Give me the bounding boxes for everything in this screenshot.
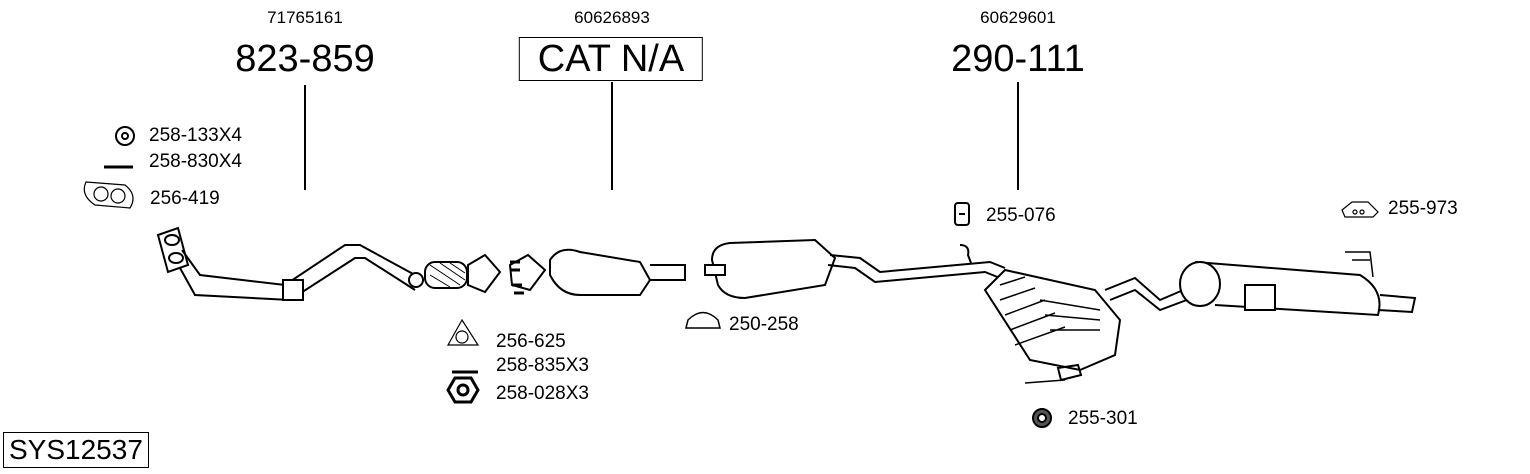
nut-icon [446, 376, 480, 404]
part-code-3[interactable]: 290-111 [951, 38, 1085, 80]
accessory-label[interactable]: 255-076 [986, 205, 1056, 226]
oem-number-3: 60629601 [980, 8, 1056, 27]
accessory-label[interactable]: 258-835X3 [496, 355, 589, 376]
oem-number-1: 71765161 [267, 8, 343, 27]
part-code-2[interactable]: CAT N/A [518, 37, 704, 81]
accessory-label[interactable]: 256-419 [150, 188, 220, 209]
oem-number-2: 60626893 [574, 8, 650, 27]
rear-muffler [1179, 251, 1417, 317]
double-gasket-icon [83, 181, 134, 209]
accessory-label[interactable]: 258-028X3 [496, 383, 589, 404]
triangle-gasket-icon [446, 318, 480, 346]
round-hanger-icon [1032, 408, 1052, 428]
accessory-label[interactable]: 258-830X4 [149, 151, 242, 172]
system-id: SYS12537 [3, 432, 149, 468]
clamp-icon [685, 311, 721, 329]
rubber-hanger-icon [954, 202, 970, 226]
accessory-label[interactable]: 258-133X4 [149, 125, 242, 146]
part-code-1[interactable]: 823-859 [235, 38, 375, 80]
accessory-label[interactable]: 250-258 [729, 314, 799, 335]
accessory-label[interactable]: 255-973 [1388, 198, 1458, 219]
washer-icon [115, 126, 135, 146]
accessory-label[interactable]: 255-301 [1068, 408, 1138, 429]
mounting-bracket-icon [1341, 201, 1379, 218]
catalytic-converter [508, 248, 686, 296]
front-muffler [704, 238, 1006, 300]
accessory-label[interactable]: 256-625 [496, 331, 566, 352]
middle-muffler [983, 268, 1201, 384]
front-pipe [156, 226, 502, 302]
